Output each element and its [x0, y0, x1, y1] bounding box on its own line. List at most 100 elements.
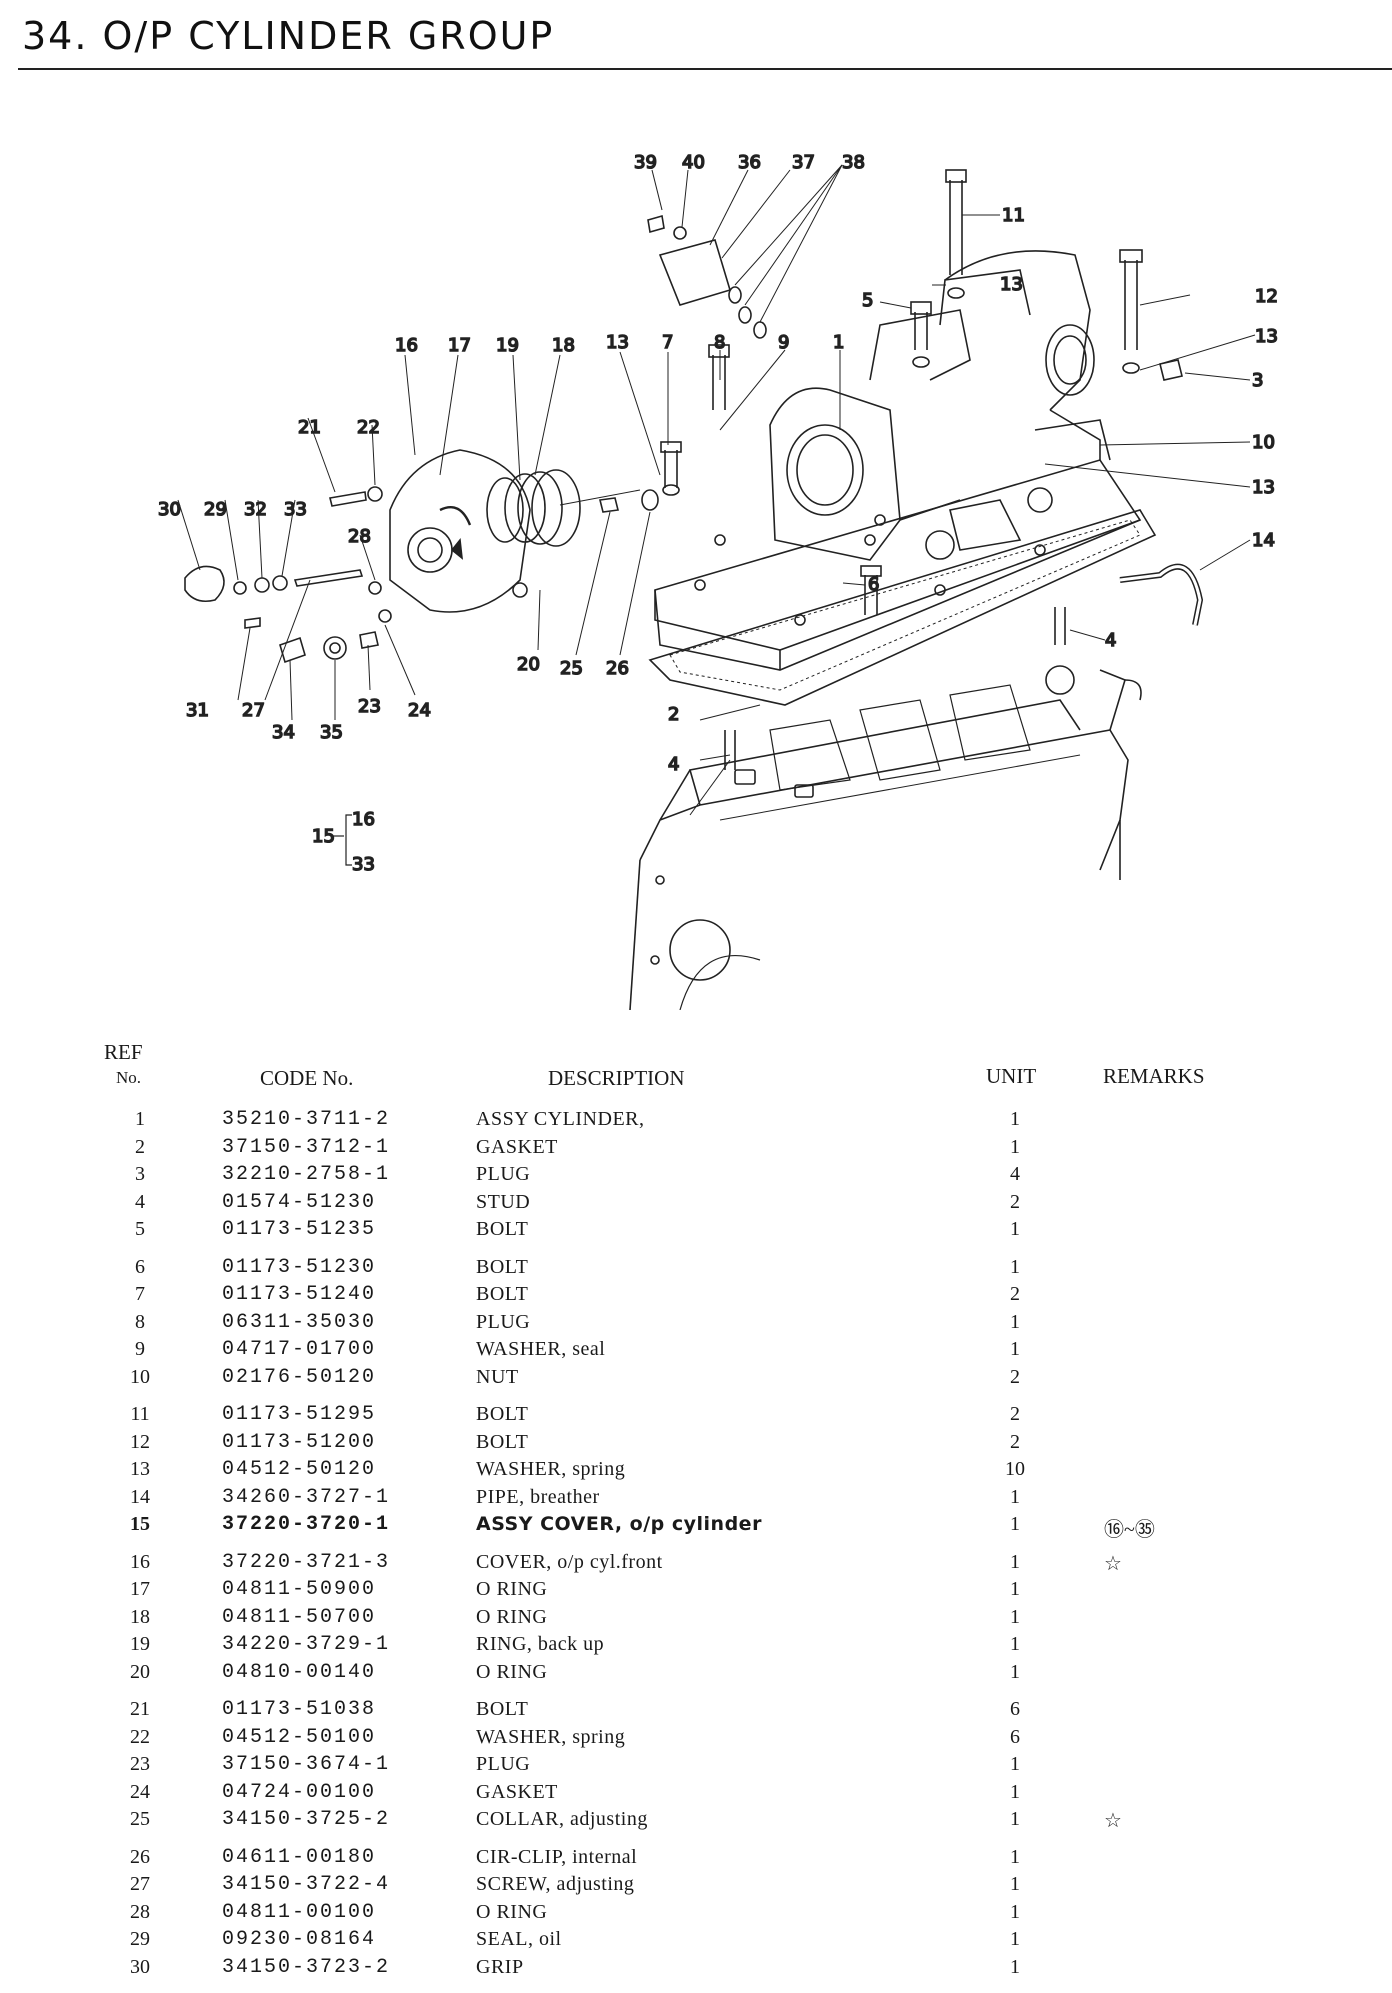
- unit-cell: 2: [1010, 1430, 1020, 1453]
- ref-cell: 30: [130, 1955, 150, 1978]
- callout-35: 35: [320, 722, 343, 743]
- callout-21: 21: [298, 417, 321, 438]
- callout-9: 9: [778, 332, 789, 353]
- code-cell: 04611-00180: [222, 1845, 377, 1869]
- callout-24: 24: [408, 700, 431, 721]
- description-cell: BOLT: [476, 1255, 529, 1278]
- unit-cell: 1: [1010, 1660, 1020, 1683]
- unit-cell: 1: [1010, 1218, 1020, 1240]
- grip-and-screw-drawing: [184, 486, 528, 664]
- callout-7: 7: [662, 332, 673, 353]
- callout-23: 23: [358, 696, 381, 717]
- description-cell: STUD: [476, 1190, 531, 1213]
- ref-cell: 23: [130, 1753, 150, 1775]
- unit-cell: 1: [1010, 1255, 1020, 1278]
- header-ref: REF: [104, 1040, 143, 1064]
- callout-2: 2: [668, 704, 679, 725]
- code-cell: 06311-35030: [222, 1310, 377, 1334]
- ref-cell: 19: [130, 1633, 150, 1655]
- table-row: 12 01173-51200 BOLT 2: [0, 1431, 1392, 1459]
- description-cell: O RING: [476, 1578, 548, 1600]
- unit-cell: 1: [1010, 1135, 1020, 1158]
- unit-cell: 1: [1010, 1633, 1020, 1655]
- code-cell: 01173-51200: [222, 1430, 377, 1454]
- ref-cell: 10: [130, 1365, 150, 1388]
- header-code: CODE No.: [260, 1066, 354, 1090]
- unit-cell: 1: [1010, 1550, 1020, 1573]
- ref-cell: 5: [135, 1218, 145, 1240]
- description-cell: COVER, o/p cyl.front: [476, 1550, 663, 1573]
- callout-38: 38: [842, 152, 865, 173]
- callout-36: 36: [738, 152, 761, 173]
- unit-cell: 1: [1010, 1753, 1020, 1775]
- unit-cell: 2: [1010, 1365, 1020, 1388]
- unit-cell: 1: [1010, 1808, 1020, 1830]
- callout-20: 20: [517, 654, 540, 675]
- exploded-parts-diagram: 39 40 36 37 38 11 12 13 5 13 3 10 13 14 …: [0, 80, 1392, 1010]
- callout-4b: 4: [668, 754, 679, 775]
- code-cell: 37220-3721-3: [222, 1550, 391, 1574]
- code-cell: 34150-3723-2: [222, 1955, 391, 1979]
- unit-cell: 1: [1010, 1845, 1020, 1868]
- front-cover-drawing: [389, 449, 659, 613]
- code-cell: 34150-3722-4: [222, 1873, 391, 1896]
- code-cell: 09230-08164: [222, 1928, 377, 1951]
- ref-cell: 8: [135, 1310, 145, 1333]
- ref-cell: 24: [130, 1780, 150, 1803]
- callout-29: 29: [204, 499, 227, 520]
- description-cell: O RING: [476, 1605, 548, 1628]
- unit-cell: 1: [1010, 1955, 1020, 1978]
- callout-34: 34: [272, 722, 295, 743]
- code-cell: 04810-00140: [222, 1660, 377, 1684]
- callout-13a: 13: [1000, 274, 1023, 295]
- unit-cell: 1: [1010, 1605, 1020, 1628]
- ref-cell: 22: [130, 1725, 150, 1748]
- header-description: DESCRIPTION: [548, 1066, 685, 1090]
- callout-19: 19: [496, 335, 519, 356]
- description-cell: BOLT: [476, 1430, 529, 1453]
- unit-cell: 1: [1010, 1485, 1020, 1508]
- description-cell: PLUG: [476, 1163, 531, 1185]
- callout-13c: 13: [1252, 477, 1275, 498]
- description-cell: GASKET: [476, 1135, 558, 1158]
- code-cell: 34260-3727-1: [222, 1485, 391, 1509]
- callout-26: 26: [606, 658, 629, 679]
- code-cell: 35210-3711-2: [222, 1108, 391, 1131]
- description-cell: BOLT: [476, 1698, 529, 1720]
- code-cell: 04811-50900: [222, 1578, 377, 1601]
- description-cell: ASSY CYLINDER,: [476, 1108, 645, 1130]
- description-cell: BOLT: [476, 1403, 529, 1425]
- code-cell: 01574-51230: [222, 1190, 377, 1214]
- callout-14: 14: [1252, 530, 1275, 551]
- title-rule: [18, 68, 1392, 70]
- description-cell: GASKET: [476, 1780, 558, 1803]
- unit-cell: 1: [1010, 1780, 1020, 1803]
- description-cell: ASSY COVER, o/p cylinder: [476, 1513, 762, 1535]
- code-cell: 04512-50100: [222, 1725, 377, 1749]
- description-cell: BOLT: [476, 1283, 529, 1305]
- callout-27: 27: [242, 700, 265, 721]
- ref-cell: 16: [130, 1550, 150, 1573]
- description-cell: PIPE, breather: [476, 1485, 600, 1508]
- ref-cell: 15: [130, 1513, 150, 1535]
- description-cell: RING, back up: [476, 1633, 605, 1655]
- assembly-bracket-15: 15 16 33: [311, 808, 376, 876]
- unit-cell: 1: [1010, 1900, 1020, 1923]
- description-cell: PLUG: [476, 1753, 531, 1775]
- description-cell: COLLAR, adjusting: [476, 1808, 648, 1830]
- callout-15: 15: [312, 826, 335, 847]
- ref-cell: 12: [130, 1430, 150, 1453]
